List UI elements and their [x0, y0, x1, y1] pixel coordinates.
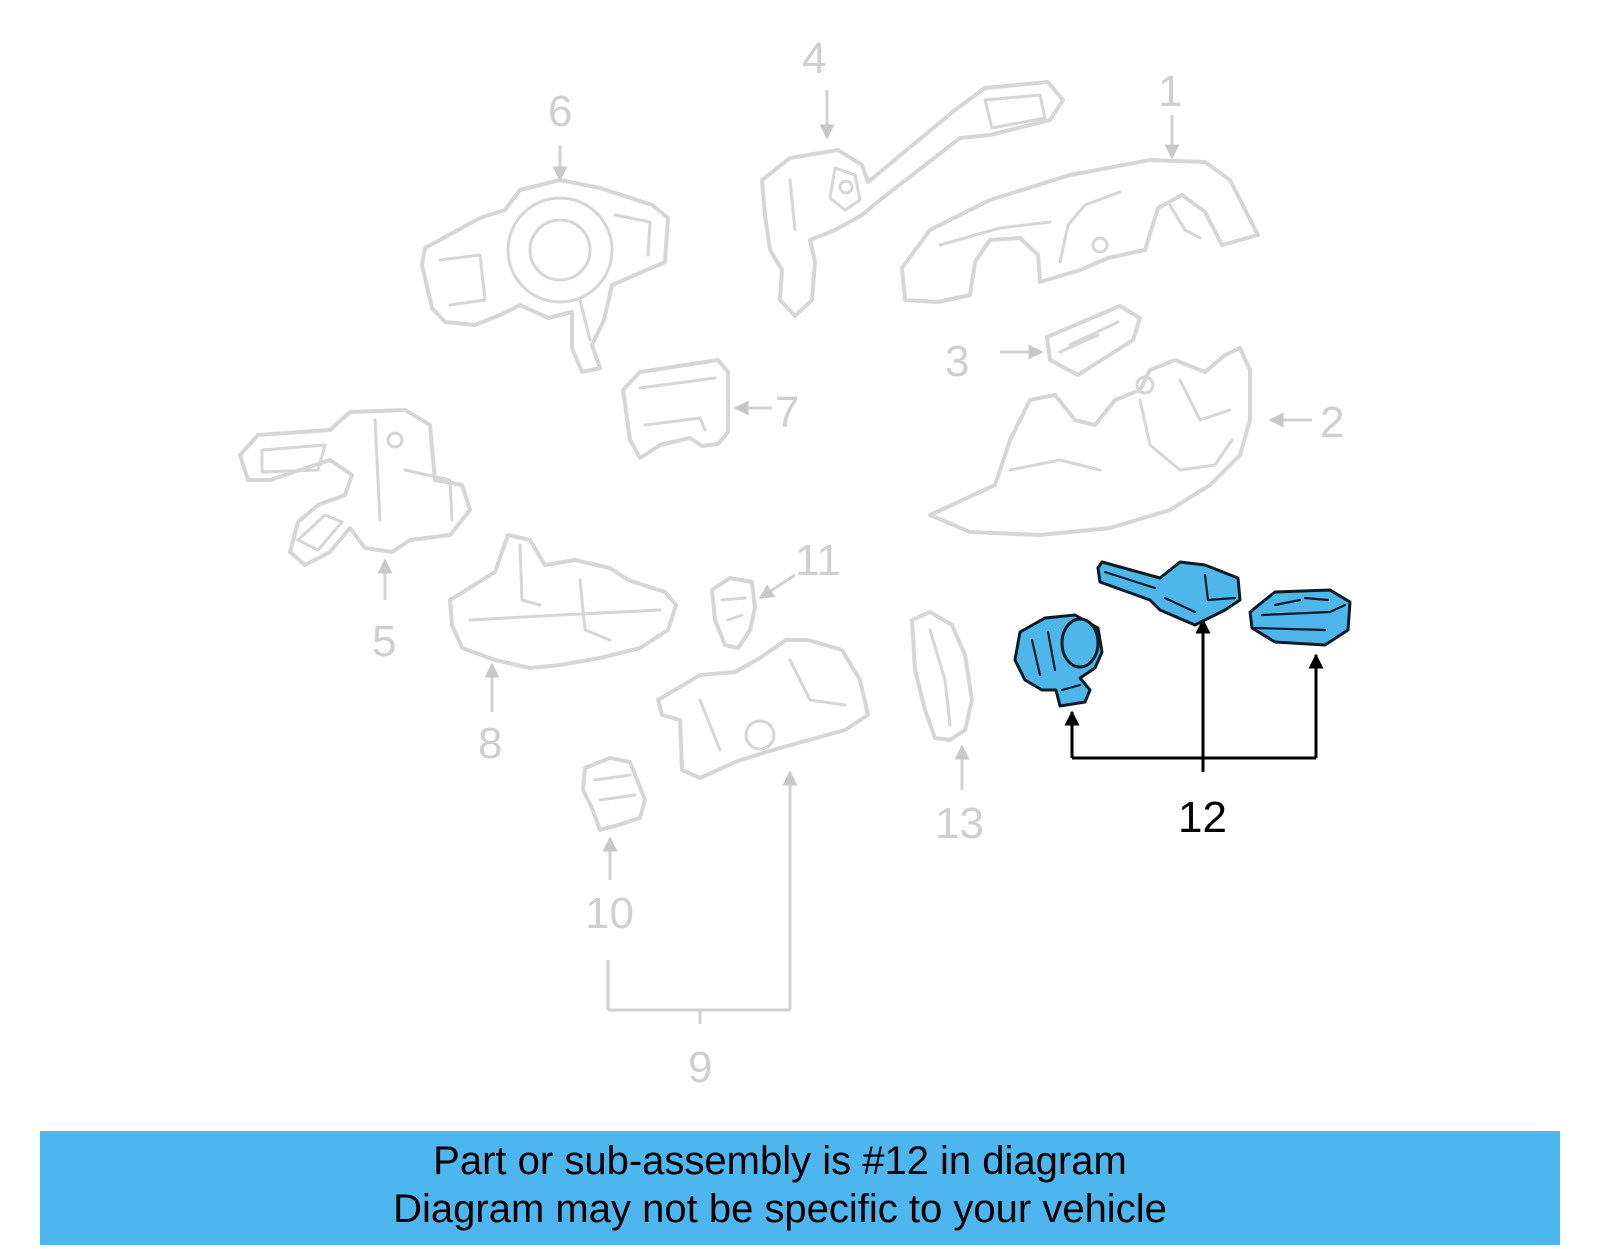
callout-7: 7 [775, 388, 799, 437]
callout-3: 3 [945, 337, 969, 386]
callout-2: 2 [1320, 398, 1344, 447]
callout-10: 10 [585, 889, 634, 938]
callout-12: 12 [1178, 793, 1227, 842]
info-banner: Part or sub-assembly is #12 in diagram D… [40, 1131, 1560, 1245]
part-12-lock-cylinder [1013, 613, 1104, 708]
part-4-wiper-switch [760, 80, 1065, 318]
part-9-lock-housing [656, 638, 870, 780]
callout-13: 13 [935, 799, 984, 848]
banner-line-disclaimer: Diagram may not be specific to your vehi… [393, 1187, 1167, 1231]
callout-8: 8 [478, 719, 502, 768]
part-12-key [1096, 560, 1242, 627]
part-11-clip [710, 576, 757, 650]
part-7-module [621, 358, 730, 460]
callout-5: 5 [372, 617, 396, 666]
callout-1: 1 [1158, 67, 1182, 116]
part-5-turn-signal-switch [238, 408, 472, 567]
callout-6: 6 [548, 87, 572, 136]
part-8-housing [448, 533, 678, 670]
part-10-sensor [581, 756, 647, 832]
callout-4: 4 [802, 34, 826, 83]
part-13-trim [910, 610, 974, 742]
banner-line-part-number: Part or sub-assembly is #12 in diagram [433, 1139, 1127, 1183]
part-2-lower-column-cover [928, 346, 1252, 537]
part-1-upper-column-cover [900, 158, 1260, 304]
callout-9: 9 [688, 1043, 712, 1092]
callout-11: 11 [795, 536, 841, 585]
part-3-bezel [1045, 304, 1142, 377]
part-6-clockspring [420, 178, 670, 374]
part-12-remote-fob [1248, 588, 1352, 647]
leader-11 [758, 573, 796, 600]
